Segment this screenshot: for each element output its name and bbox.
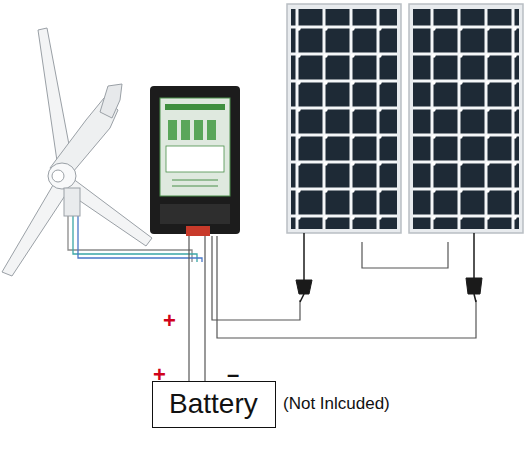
mc4-connector bbox=[296, 233, 482, 302]
charge-controller bbox=[150, 86, 240, 236]
polarity-sign: + bbox=[153, 364, 166, 386]
wind-turbine bbox=[2, 28, 152, 276]
note-text: (Not Inlcuded) bbox=[283, 394, 390, 414]
battery-box: Battery(Not Inlcuded) bbox=[152, 381, 276, 428]
controller-wires bbox=[189, 236, 476, 381]
solar-panel bbox=[287, 4, 401, 233]
polarity-sign: – bbox=[227, 364, 239, 386]
battery-label: Battery bbox=[169, 388, 259, 420]
polarity-sign: + bbox=[163, 310, 176, 332]
solar-panel bbox=[409, 4, 523, 233]
